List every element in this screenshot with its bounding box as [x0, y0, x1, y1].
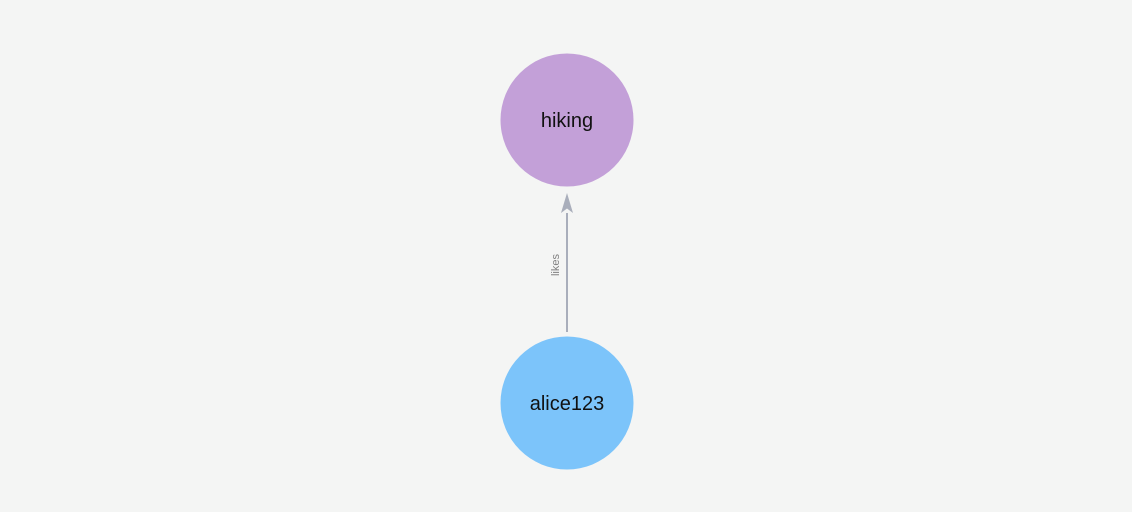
graph-edge-alice123-likes-hiking[interactable]: likes	[550, 193, 573, 332]
node-circle-hiking[interactable]	[500, 53, 634, 187]
edge-label-likes: likes	[550, 254, 562, 277]
graph-node-alice123[interactable]: alice123	[500, 336, 634, 470]
node-circle-alice123[interactable]	[500, 336, 634, 470]
edge-arrowhead-icon	[561, 193, 573, 213]
graph-node-hiking[interactable]: hiking	[500, 53, 634, 187]
